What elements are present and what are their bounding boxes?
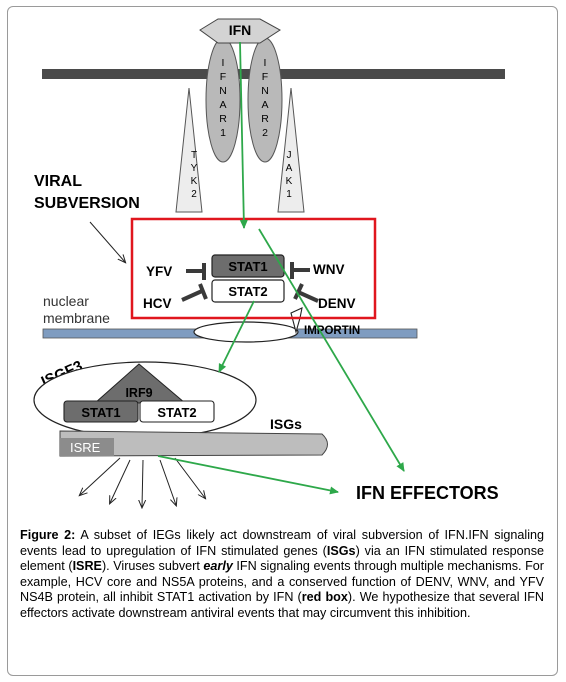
isg-output-arrows [80, 457, 205, 507]
hcv-label: HCV [143, 296, 172, 311]
ifn-diamond [199, 18, 281, 44]
isgs-label: ISGs [270, 416, 302, 432]
ifn-label: IFN [229, 22, 252, 38]
tyk2-letter-3: K [191, 176, 198, 187]
jak1-letter-4: 1 [286, 189, 292, 200]
caption-figure-label: Figure 2: [20, 528, 76, 542]
green-signal-arrows [157, 41, 405, 495]
stat2-label: STAT2 [228, 284, 267, 299]
ifnar1-letter-6: 1 [220, 127, 226, 139]
figure-caption: Figure 2: A subset of IEGs likely act do… [20, 528, 544, 622]
red-box [130, 217, 377, 320]
caption-bold-isgs: ISGs [326, 543, 356, 558]
hcv-inhibition-bar [181, 283, 208, 302]
ifnar1-letter-5: R [219, 113, 227, 125]
viral-subversion-line2: SUBVERSION [34, 195, 140, 212]
caption-bold-early: early [203, 559, 233, 574]
ifn-effectors-label: IFN EFFECTORS [356, 483, 499, 503]
ifnar1-letter-3: N [219, 85, 227, 97]
ifnar2-letter-3: N [261, 85, 269, 97]
nuclear-label: nuclear [43, 293, 89, 309]
membrane-label: membrane [43, 310, 110, 326]
ifnar2-letter-5: R [261, 113, 269, 125]
yfv-inhibition-bar [186, 263, 206, 280]
tyk2-letter-4: 2 [191, 189, 197, 200]
complex-stat2-label: STAT2 [157, 405, 196, 420]
wnv-label: WNV [313, 262, 345, 277]
viral-subversion-line1: VIRAL [34, 173, 82, 190]
stat2-box [211, 279, 285, 303]
caption-text-5: ). We hypothesize that several IFN effec… [20, 590, 544, 620]
complex-stat1-label: STAT1 [81, 405, 120, 420]
ifnar1-letter-4: A [219, 99, 226, 111]
denv-label: DENV [318, 296, 356, 311]
complex-stat2-box [139, 400, 215, 423]
stat1-label: STAT1 [228, 259, 267, 274]
caption-text-3: ). Viruses subvert [101, 559, 204, 574]
wnv-inhibition-bar [290, 262, 310, 279]
viral-subversion-pointer [89, 221, 125, 262]
complex-stat1-box [63, 400, 139, 423]
yfv-label: YFV [146, 264, 172, 279]
ifnar2-letter-4: A [261, 99, 268, 111]
isre-label: ISRE [70, 440, 101, 455]
caption-bold-red-box: red box [301, 590, 348, 605]
nuclear-pore [193, 321, 299, 343]
caption-bold-isre: ISRE [72, 559, 102, 574]
tyk2-letter-2: Y [191, 163, 198, 174]
irf9-label: IRF9 [125, 386, 152, 400]
ifn-signaling-diagram: IFN I F N A R 1 I F N A R 2 T Y K 2 J A … [33, 18, 505, 530]
caption-text-1: A subset of IEGs likely act downstream o… [20, 528, 545, 558]
jak1-letter-3: K [286, 176, 293, 187]
stat1-box [211, 254, 285, 278]
caption-text-4: IFN signaling events through multiple me… [20, 559, 545, 605]
jak1-letter-2: A [286, 163, 293, 174]
jak1-letter-1: J [287, 150, 292, 161]
ifnar2-letter-6: 2 [262, 127, 268, 139]
tyk2-letter-1: T [191, 150, 197, 161]
isre-element [60, 438, 114, 456]
ifnar1-letter-1: I [222, 57, 225, 69]
caption-text-2: ) via an IFN stimulated response element… [20, 543, 544, 574]
denv-inhibition-bar [293, 283, 319, 303]
figure-frame [7, 6, 558, 676]
jak1-triangle [277, 87, 305, 213]
ifnar1-letter-2: F [220, 71, 226, 83]
isgs-dna-band [59, 430, 328, 457]
ifnar2-letter-2: F [262, 71, 268, 83]
tyk2-triangle [175, 87, 203, 213]
importin-label: IMPORTIN [304, 325, 360, 337]
ifnar2-letter-1: I [264, 57, 267, 69]
